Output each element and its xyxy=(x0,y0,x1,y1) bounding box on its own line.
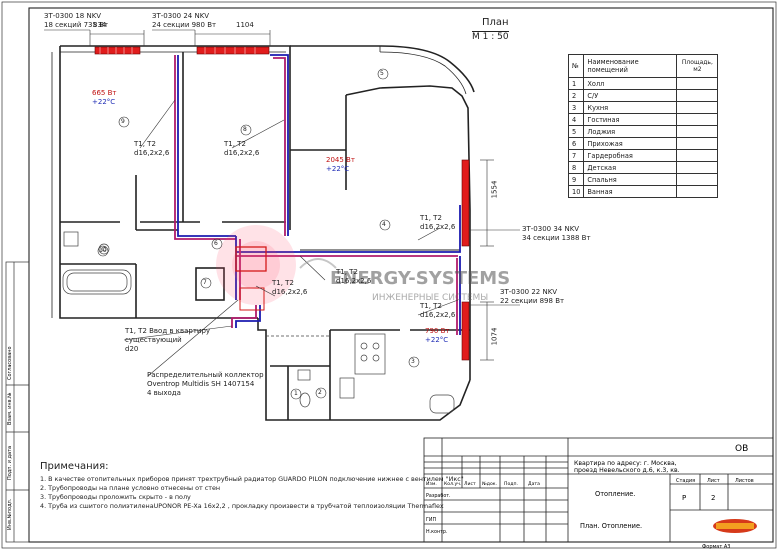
stamp-address-1: Квартира по адресу: г. Москва, xyxy=(574,460,677,467)
company-logo-icon xyxy=(713,519,757,533)
stamp-col-data: Дата xyxy=(528,481,540,487)
radiator-kitchen xyxy=(461,301,470,361)
stamp-col-ndok: №док. xyxy=(482,481,497,487)
stamp-format: Формат А3 xyxy=(702,544,730,550)
side-stamp-replace: Взам. инв.№ xyxy=(7,392,13,425)
stamp-nkontr: Н.контр. xyxy=(426,529,447,535)
stamp-razrab: Разработ. xyxy=(426,493,451,499)
room-number-6: 6 xyxy=(214,240,218,247)
stamp-address-2: проезд Невельского д.6, к.3, кв. xyxy=(574,467,680,474)
radiator-kids xyxy=(196,46,270,55)
manifold-glow xyxy=(216,225,296,305)
note-1: 1. В качестве отопительных приборов прин… xyxy=(40,475,464,483)
room-number-5: 5 xyxy=(380,70,384,77)
stamp-col-izm: Изм. xyxy=(426,481,437,487)
room-number-9: 9 xyxy=(121,118,125,125)
room-number-10: 10 xyxy=(99,247,107,254)
heat-3: 790 Вт+22°C xyxy=(425,327,450,344)
legend-header: № Наименование помещений Площадь,м2 xyxy=(567,54,719,78)
stamp-listov-label: Листов xyxy=(735,478,754,484)
radiator-2-width: 1104 xyxy=(236,21,254,29)
radiator-4-height: 1074 xyxy=(490,327,499,346)
notes-title: Примечания: xyxy=(40,461,109,472)
note-3: 3. Трубопроводы проложить скрыто - в пол… xyxy=(40,493,191,501)
furniture xyxy=(62,231,455,414)
side-stamp-agreed: Согласовано xyxy=(7,346,13,380)
title-block xyxy=(423,437,774,543)
stamp-code: ОВ xyxy=(735,444,748,454)
radiators xyxy=(94,46,470,361)
note-2: 2. Трубопроводы на плане условно отнесен… xyxy=(40,484,221,492)
watermark-sub: ИНЖЕНЕРНЫЕ СИСТЕМЫ xyxy=(372,293,488,303)
stamp-col-podp: Подп. xyxy=(504,481,518,487)
room-number-7: 7 xyxy=(203,279,207,286)
watermark-main: ENERGY-SYSTEMS xyxy=(330,268,510,289)
side-stamp xyxy=(5,261,30,543)
note-4: 4. Труба из сшитого полиэтиленаUPONOR PE… xyxy=(40,502,444,510)
room-number-4: 4 xyxy=(382,221,386,228)
radiator-bedroom xyxy=(94,46,141,55)
legend-head-name: Наименование помещений xyxy=(583,54,678,78)
stamp-stadiya: Р xyxy=(682,494,686,502)
heat-1: 665 Вт+22°C xyxy=(92,89,117,106)
legend-head-area: Площадь,м2 xyxy=(676,54,719,78)
manifold xyxy=(235,246,267,272)
room-number-2: 2 xyxy=(318,389,322,396)
stamp-gip: ГИП xyxy=(426,517,437,523)
stamp-sheet-title: План. Отопление. xyxy=(580,522,642,530)
radiator-1-width: 834 xyxy=(93,21,107,29)
legend-head-num: № xyxy=(567,54,585,78)
plan-scale: М 1 : 50 xyxy=(472,31,509,42)
radiator-living xyxy=(461,159,470,247)
stamp-col-kol: Кол.уч. xyxy=(444,481,461,487)
heat-2: 2045 Вт+22°C xyxy=(326,156,355,173)
room-number-8: 8 xyxy=(243,126,247,133)
stamp-stadiya-label: Стадия xyxy=(676,478,695,484)
pipes xyxy=(174,54,461,335)
side-stamp-sign: Подп. и дата xyxy=(7,446,13,480)
stamp-col-list: Лист xyxy=(464,481,476,487)
watermark-logo: ENERGY-SYSTEMS ИНЖЕНЕРНЫЕ СИСТЕМЫ xyxy=(299,258,510,303)
room-number-3: 3 xyxy=(411,358,415,365)
room-number-1: 1 xyxy=(294,390,298,397)
stamp-list: 2 xyxy=(711,494,715,502)
stamp-list-label: Лист xyxy=(707,478,720,484)
side-stamp-inv: Инв.№подл. xyxy=(7,498,13,530)
radiator-3-height: 1554 xyxy=(490,180,499,199)
plan-title: План xyxy=(482,17,509,28)
stamp-section: Отопление. xyxy=(595,490,635,498)
